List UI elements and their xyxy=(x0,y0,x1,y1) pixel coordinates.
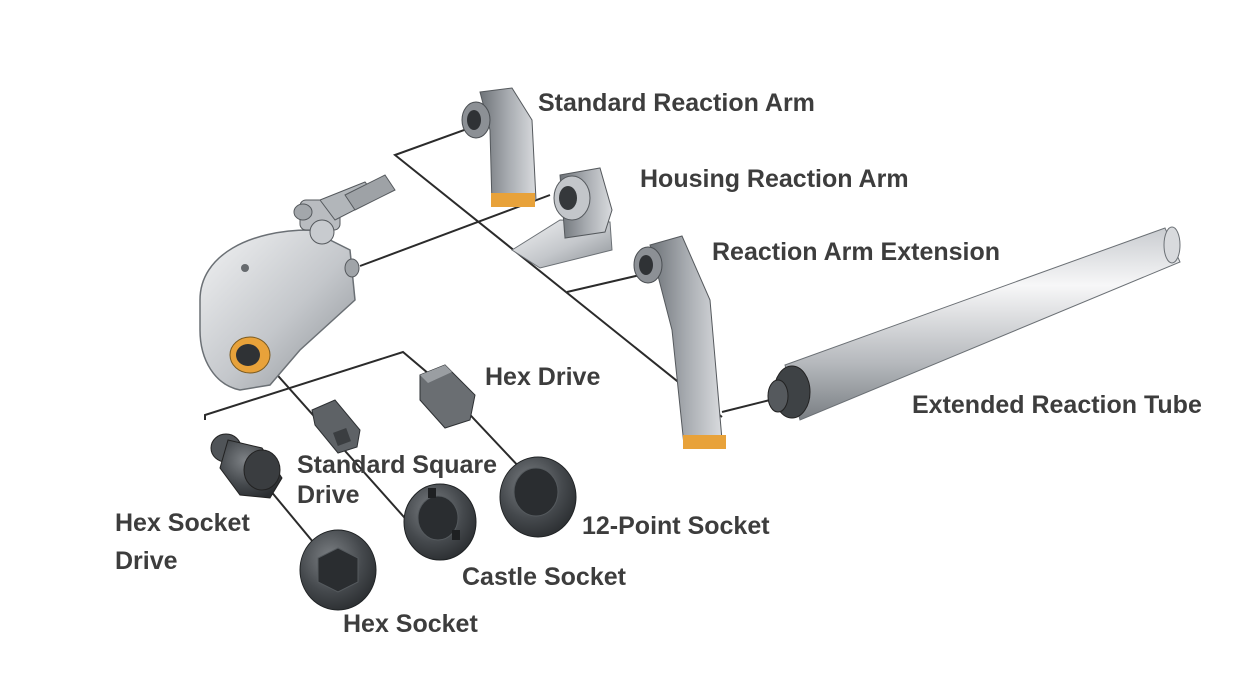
label-hex-drive: Hex Drive xyxy=(485,363,601,391)
label-standard-reaction-arm: Standard Reaction Arm xyxy=(538,89,815,117)
label-hex-socket-drive-line2: Drive xyxy=(115,547,178,575)
housing-reaction-arm-art xyxy=(511,167,613,269)
leader-extension xyxy=(566,274,641,293)
standard-reaction-arm-art xyxy=(461,87,537,207)
label-hex-socket: Hex Socket xyxy=(343,610,478,638)
leader-tube xyxy=(721,399,771,413)
standard-square-drive-art xyxy=(311,399,361,454)
hex-socket-drive-art xyxy=(210,433,283,499)
hex-socket-art xyxy=(299,529,377,611)
label-housing-reaction-arm: Housing Reaction Arm xyxy=(640,165,909,193)
label-hex-socket-drive-line1: Hex Socket xyxy=(115,509,250,537)
castle-socket-art xyxy=(403,483,477,561)
label-reaction-arm-extension: Reaction Arm Extension xyxy=(712,238,1001,266)
label-castle-socket: Castle Socket xyxy=(462,563,626,591)
leader-standard-arm xyxy=(392,124,723,418)
label-standard-square-drive-line2: Drive xyxy=(297,481,360,509)
label-twelve-point-socket: 12-Point Socket xyxy=(582,512,770,540)
reaction-arm-extension-art xyxy=(633,235,726,449)
label-standard-square-drive-line1: Standard Square xyxy=(297,451,498,479)
hex-drive-art xyxy=(419,364,476,429)
label-extended-reaction-tube: Extended Reaction Tube xyxy=(912,391,1202,419)
twelve-point-socket-art xyxy=(499,456,577,538)
extended-reaction-tube-art xyxy=(767,226,1181,421)
torque-wrench-head-art xyxy=(199,174,396,391)
